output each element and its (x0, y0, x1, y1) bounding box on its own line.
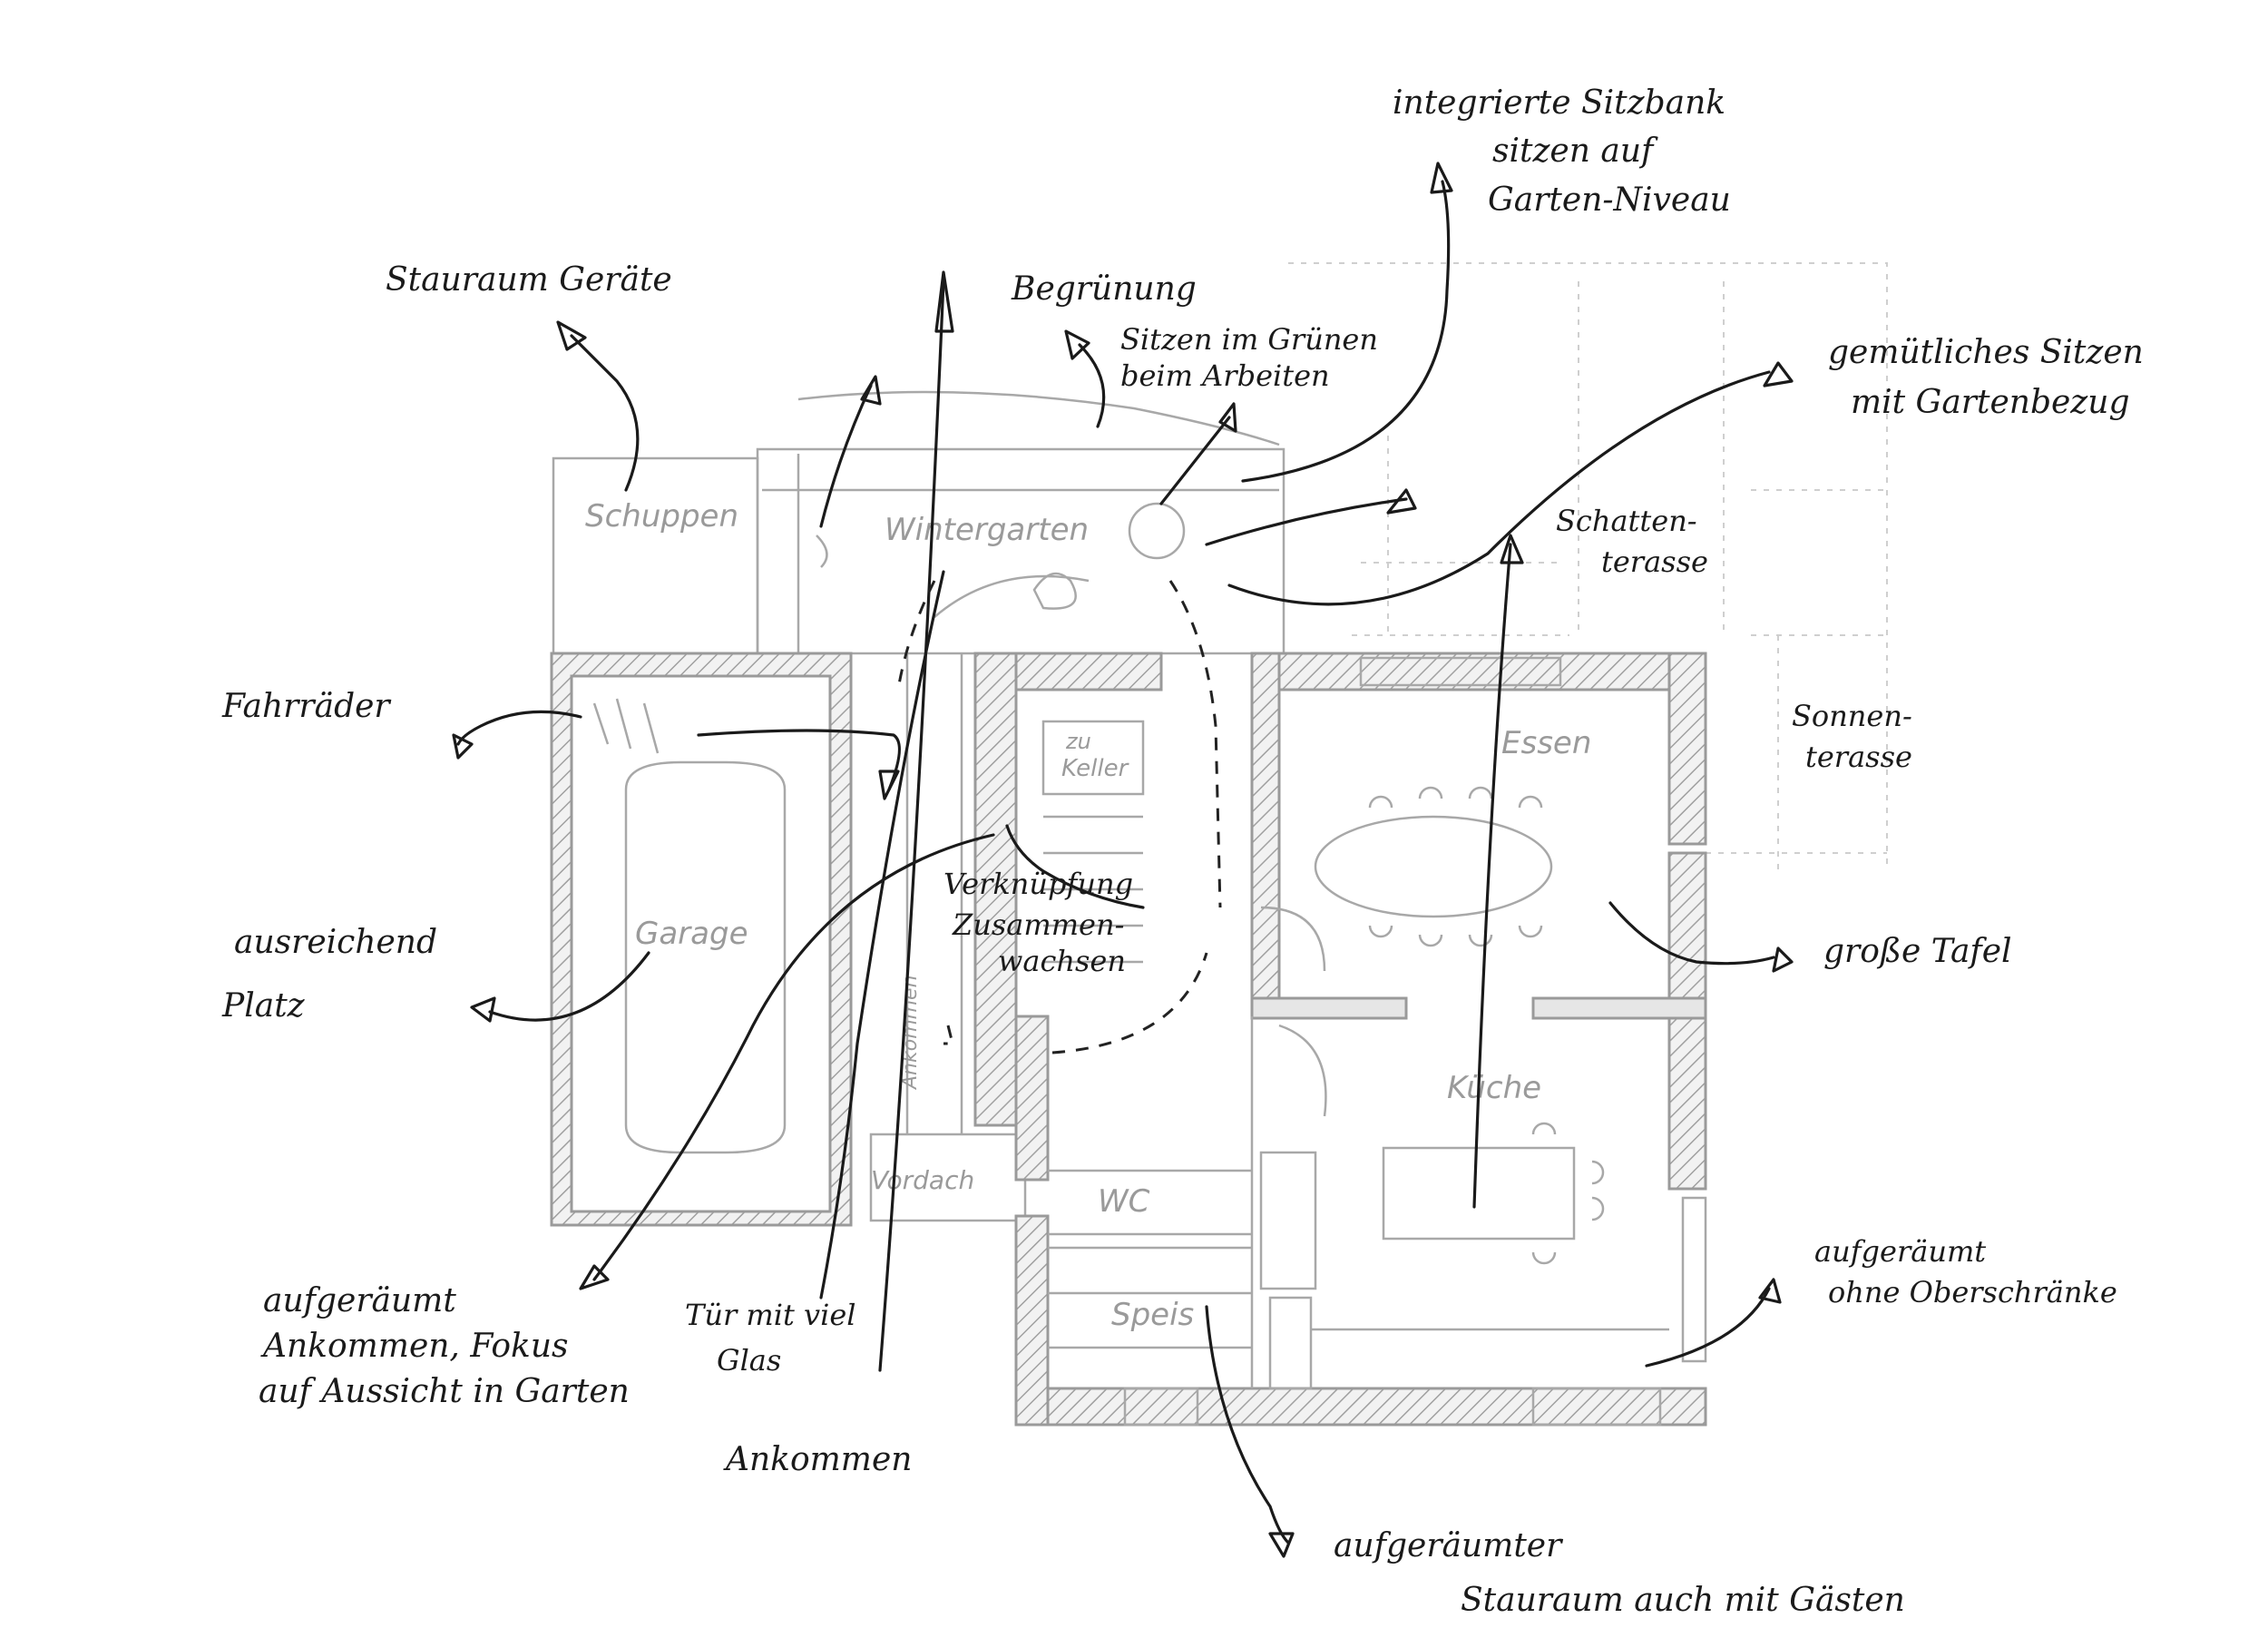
gemuetlich-line2: mit Gartenbezug (1851, 384, 2130, 421)
tuer-glas-line2: Glas (717, 1343, 781, 1378)
gemuetlich-line1: gemütliches Sitzen (1828, 334, 2144, 371)
sitzbank-line3: Garten-Niveau (1488, 181, 1731, 219)
wc-label: WC (1098, 1183, 1150, 1220)
verknuepfung-line1: Verknüpfung (943, 867, 1133, 901)
ausreichend-line1: ausreichend (234, 924, 437, 961)
stauraum-geraete-text: Stauraum Geräte (386, 261, 672, 299)
ohne-oberschraenke-line1: aufgeräumt (1814, 1234, 1986, 1269)
ankommen-text: Ankommen (723, 1441, 912, 1478)
entrance-corridor: Vordach Ankommen (869, 653, 1027, 1222)
keller-label: Keller (1061, 755, 1130, 782)
stauraum-gaeste-line2: Stauraum auch mit Gästen (1461, 1582, 1905, 1619)
main-house: Essen Küche WC Speis (1014, 652, 1707, 1427)
sonnenterrasse-line1: Sonnen- (1792, 699, 1912, 733)
garage-room: Garage (550, 652, 853, 1227)
aufgeraeumt-ankommen-line3: auf Aussicht in Garten (259, 1373, 630, 1410)
schuppen-label: Schuppen (585, 498, 738, 534)
speis-label: Speis (1111, 1297, 1194, 1333)
tuer-glas-line1: Tür mit viel (685, 1298, 856, 1332)
begruenung-text: Begrünung (1011, 270, 1197, 308)
zu-label: zu (1065, 729, 1091, 754)
floor-plan: Schuppen Wintergarten Garage (550, 262, 1888, 1427)
schuppen-room: Schuppen (552, 456, 759, 655)
sitzbank-line2: sitzen auf (1492, 132, 1658, 170)
fahrraeder-text: Fahrräder (221, 688, 391, 725)
aufgeraeumt-ankommen-line2: Ankommen, Fokus (260, 1328, 568, 1365)
schattenterrasse-line2: terasse (1601, 544, 1708, 579)
stair-keller: zu Keller (973, 652, 1163, 1127)
wintergarten-room: Wintergarten (756, 390, 1286, 655)
sitzbank-line1: integrierte Sitzbank (1393, 84, 1725, 122)
garage-label: Garage (635, 916, 748, 952)
schattenterrasse-line1: Schatten- (1556, 504, 1697, 538)
grosse-tafel-text: große Tafel (1823, 933, 2012, 970)
annotation-texts: Stauraum Geräte Begrünung Sitzen im Grün… (221, 84, 2144, 1619)
ohne-oberschraenke-line2: ohne Oberschränke (1828, 1275, 2117, 1309)
vordach-label: Vordach (871, 1165, 974, 1195)
annotation-arrows (452, 162, 1794, 1558)
aufgeraeumt-ankommen-line1: aufgeräumt (263, 1282, 456, 1319)
sitzen-im-gruenen-line1: Sitzen im Grünen (1120, 322, 1378, 357)
dining-table (1314, 815, 1553, 918)
terrace-outlines (1288, 262, 1888, 871)
kueche-label: Küche (1447, 1070, 1541, 1106)
stauraum-gaeste-line1: aufgeräumter (1334, 1527, 1563, 1564)
sitzen-im-gruenen-line2: beim Arbeiten (1120, 358, 1330, 393)
kitchen-island (1382, 1146, 1576, 1241)
essen-label: Essen (1501, 725, 1591, 761)
verknuepfung-line3: wachsen (998, 944, 1126, 978)
wintergarten-label: Wintergarten (885, 512, 1089, 548)
verknuepfung-line2: Zusammen- (952, 907, 1124, 942)
sonnenterrasse-line2: terasse (1805, 740, 1912, 774)
ausreichend-line2: Platz (221, 987, 306, 1025)
